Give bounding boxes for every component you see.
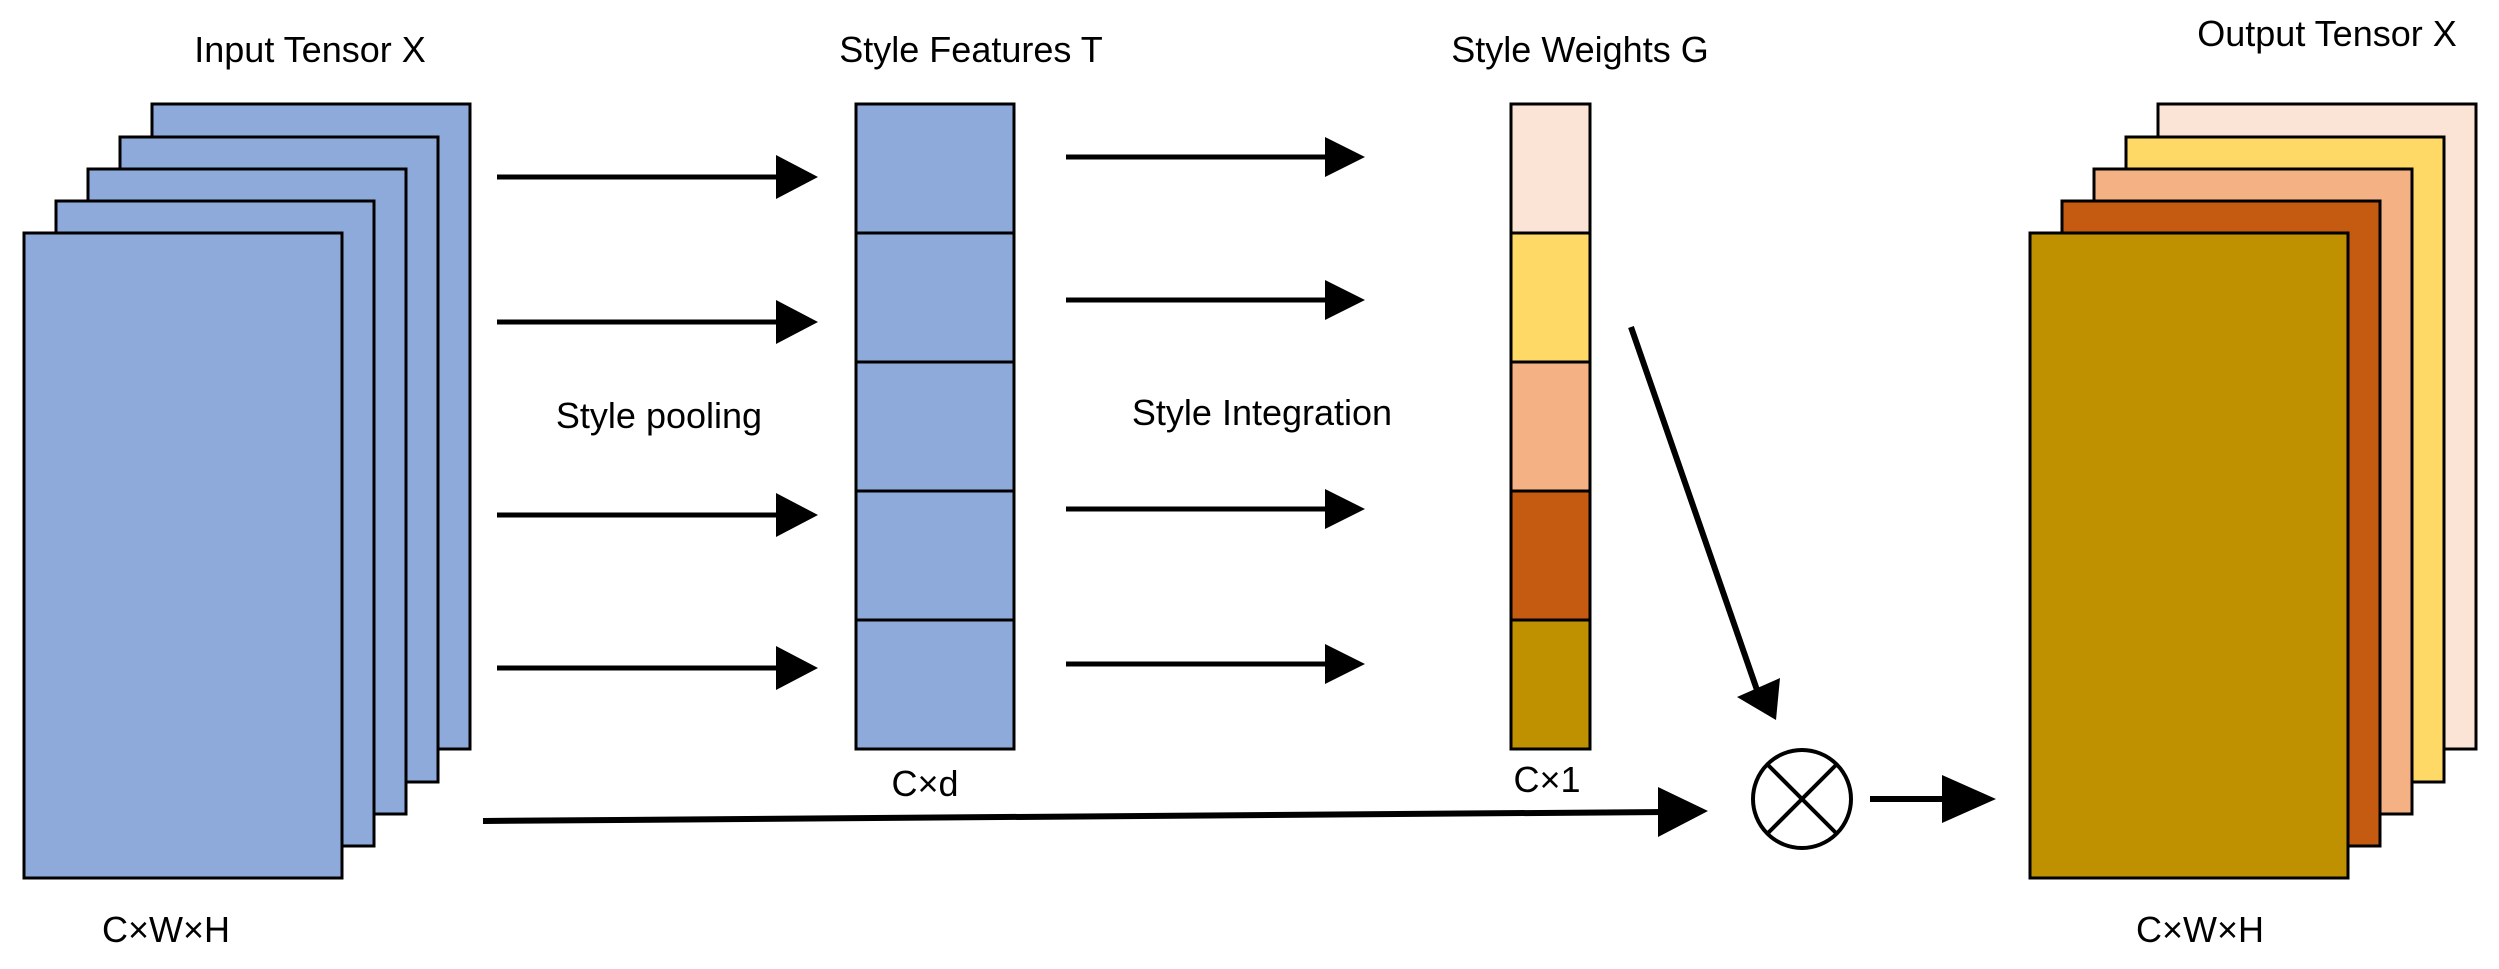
- feature-cell-5: [854, 618, 1016, 751]
- style-weights-column: [1509, 102, 1592, 751]
- multiply-to-output-arrow: [1870, 775, 1996, 823]
- style-features-title: Style Features T: [839, 29, 1102, 70]
- weight-cell-4: [1509, 489, 1592, 622]
- multiply-circle-icon: [1751, 748, 1853, 850]
- skip-connection-arrow: [482, 787, 1708, 837]
- output-dims-label: C×W×H: [2136, 909, 2264, 950]
- output-layer-1: [2028, 231, 2350, 880]
- input-tensor-stack: [22, 102, 472, 880]
- feature-cell-4: [854, 489, 1016, 622]
- style-features-column: [854, 102, 1016, 751]
- weight-cell-1: [1509, 102, 1592, 235]
- weight-cell-2: [1509, 231, 1592, 364]
- output-tensor-stack: [2028, 102, 2478, 880]
- feature-cell-2: [854, 231, 1016, 364]
- style-integration-label: Style Integration: [1132, 392, 1392, 433]
- input-layer-1: [22, 231, 344, 880]
- weight-cell-5: [1509, 618, 1592, 751]
- input-dims-label: C×W×H: [102, 909, 230, 950]
- weights-dims-label: C×1: [1513, 759, 1580, 800]
- weight-to-multiply-arrow: [1628, 326, 1780, 720]
- style-pooling-arrows: [497, 155, 818, 690]
- output-title: Output Tensor X: [2197, 13, 2457, 54]
- weight-cell-3: [1509, 360, 1592, 493]
- features-dims-label: C×d: [891, 763, 958, 804]
- style-integration-arrows: [1066, 137, 1365, 684]
- style-weights-title: Style Weights G: [1451, 29, 1708, 70]
- style-pooling-label: Style pooling: [556, 395, 762, 436]
- feature-cell-1: [854, 102, 1016, 235]
- input-title: Input Tensor X: [194, 29, 426, 70]
- feature-cell-3: [854, 360, 1016, 493]
